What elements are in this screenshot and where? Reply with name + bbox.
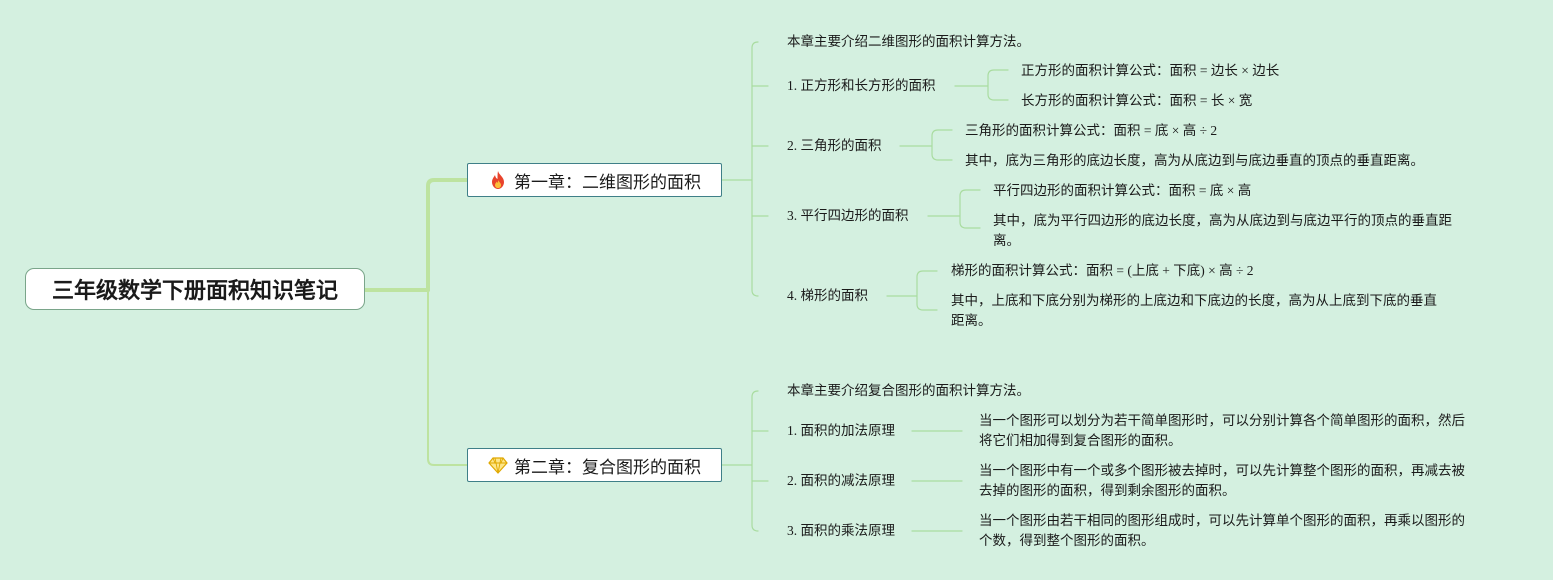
gem-icon <box>488 455 508 475</box>
fire-icon <box>488 170 508 190</box>
chapter-1-section-2-label[interactable]: 2. 三角形的面积 <box>787 138 882 153</box>
chapter-2-intro: 本章主要介绍复合图形的面积计算方法。 <box>787 383 1030 398</box>
chapter-1-intro: 本章主要介绍二维图形的面积计算方法。 <box>787 34 1030 49</box>
chapter-2-spine <box>751 390 759 532</box>
root-title: 三年级数学下册面积知识笔记 <box>51 279 338 304</box>
chapter-2-section-3-detail-1: 当一个图形由若干相同的图形组成时，可以先计算单个图形的面积，再乘以图形的个数，得… <box>979 513 1465 548</box>
chapter-1-section-1-detail-2: 长方形的面积计算公式：面积 = 长 × 宽 <box>1021 93 1253 108</box>
chapter-2-section-2-detail-1: 当一个图形中有一个或多个图形被去掉时，可以先计算整个图形的面积，再减去被去掉的图… <box>979 463 1465 498</box>
chapter-1-node[interactable]: 第一章：二维图形的面积 <box>467 163 722 197</box>
chapter-2-node[interactable]: 第二章：复合图形的面积 <box>467 448 722 482</box>
chapter-2-section-1-detail-1: 当一个图形可以划分为若干简单图形时，可以分别计算各个简单图形的面积，然后将它们相… <box>979 413 1465 448</box>
branch-chapter-1-line <box>426 178 469 292</box>
chapter-1-spine <box>751 41 759 297</box>
chapter-1-section-3-detail-1: 平行四边形的面积计算公式：面积 = 底 × 高 <box>993 183 1252 198</box>
chapter-1-title: 第一章：二维图形的面积 <box>514 172 701 193</box>
chapter-1-section-4-label[interactable]: 4. 梯形的面积 <box>787 288 868 303</box>
branch-chapter-2-line <box>427 289 468 466</box>
chapter-2-section-1-label[interactable]: 1. 面积的加法原理 <box>787 423 895 438</box>
chapter-1-section-1-detail-1: 正方形的面积计算公式：面积 = 边长 × 边长 <box>1021 63 1280 78</box>
chapter-1-section-1-label[interactable]: 1. 正方形和长方形的面积 <box>787 78 936 93</box>
chapter-2-title: 第二章：复合图形的面积 <box>514 457 701 478</box>
chapter-1-section-4-detail-2: 其中，上底和下底分别为梯形的上底边和下底边的长度，高为从上底到下底的垂直距离。 <box>951 293 1437 328</box>
root-node[interactable]: 三年级数学下册面积知识笔记 <box>25 268 365 310</box>
chapter-2-section-3-label[interactable]: 3. 面积的乘法原理 <box>787 523 895 538</box>
chapter-1-section-3-label[interactable]: 3. 平行四边形的面积 <box>787 208 909 223</box>
chapter-1-section-4-detail-1: 梯形的面积计算公式：面积 = (上底 + 下底) × 高 ÷ 2 <box>951 263 1254 278</box>
chapter-1-section-2-detail-1: 三角形的面积计算公式：面积 = 底 × 高 ÷ 2 <box>965 123 1218 138</box>
chapter-1-section-2-detail-2: 其中，底为三角形的底边长度，高为从底边到与底边垂直的顶点的垂直距离。 <box>965 153 1424 168</box>
chapter-1-section-3-detail-2: 其中，底为平行四边形的底边长度，高为从底边到与底边平行的顶点的垂直距离。 <box>993 213 1452 248</box>
chapter-2-section-2-label[interactable]: 2. 面积的减法原理 <box>787 473 895 488</box>
